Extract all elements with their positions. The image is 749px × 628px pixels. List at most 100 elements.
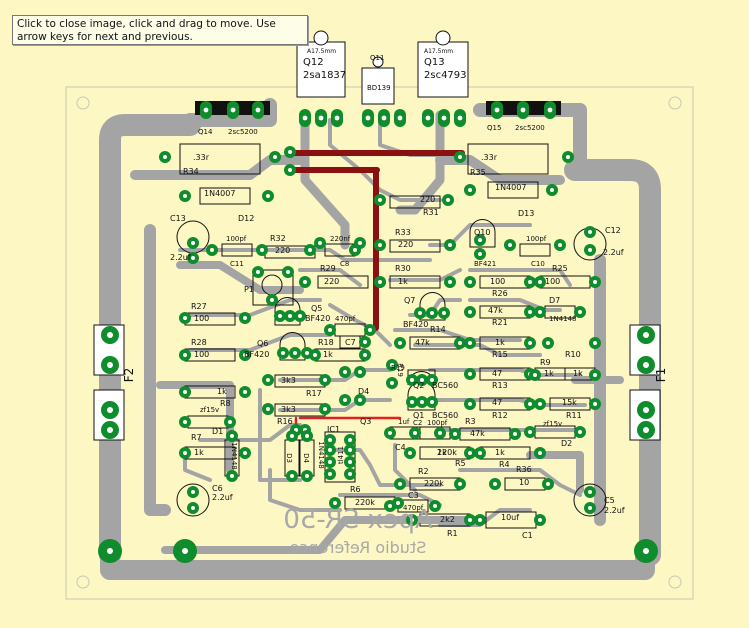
component-label: 100 (194, 350, 209, 359)
component-label: 47k (488, 306, 503, 315)
transistor-body (417, 41, 469, 98)
pad-hole (281, 351, 285, 355)
component-label-rotated: F1 (654, 368, 668, 383)
pad-hole (588, 248, 592, 252)
pad-hole (358, 241, 362, 245)
pad-hole (183, 316, 187, 320)
component-label-rotated: D3 (285, 453, 293, 463)
component-label: R32 (270, 234, 286, 243)
pad-hole (107, 427, 113, 433)
resistor-body (179, 143, 261, 175)
diode-body (199, 187, 251, 205)
pad-hole (333, 501, 337, 505)
component-label: R30 (395, 264, 411, 273)
component-label: R10 (565, 350, 581, 359)
component-label: R12 (492, 411, 508, 420)
component-label: 1k (573, 369, 583, 378)
component-label: 2sc5200 (228, 128, 258, 136)
component-label: 2.2uf (170, 253, 191, 262)
board-subtitle: Studio Reference (290, 538, 427, 557)
pad-hole (430, 378, 434, 382)
diode-body (487, 181, 539, 199)
pad-hole (390, 363, 394, 367)
pad-hole (318, 115, 324, 121)
pad-hole (538, 518, 542, 522)
component-label: R15 (492, 350, 508, 359)
pad-hole (308, 248, 312, 252)
component-label: 3k3 (281, 405, 296, 414)
pad-hole (453, 432, 457, 436)
component-label: 220k (355, 498, 375, 507)
component-label: 1k (398, 277, 408, 286)
pad-hole (468, 451, 472, 455)
pad-hole (566, 155, 570, 159)
resistor-body (467, 143, 549, 175)
pad-hole (578, 310, 582, 314)
pad-hole (343, 370, 347, 374)
pad-hole (290, 474, 294, 478)
solder-pads (98, 101, 658, 563)
component-label: D12 (238, 214, 254, 223)
pad-hole (448, 280, 452, 284)
component-label: A17.5mm (307, 48, 336, 55)
mount-hole (668, 96, 682, 110)
pad-hole (420, 400, 424, 404)
pad-hole (328, 472, 332, 476)
pad-hole (420, 378, 424, 382)
pad-hole (546, 482, 550, 486)
pad-hole (433, 504, 437, 508)
component-label: 1k (323, 350, 333, 359)
board-title-group: Apex SR-50 Studio Reference (283, 505, 432, 557)
pad-hole (163, 155, 167, 159)
component-label: 100pf (427, 419, 448, 427)
pad-hole (243, 353, 247, 357)
pad-hole (183, 194, 187, 198)
component-label: BD139 (367, 84, 391, 92)
pad-hole (528, 341, 532, 345)
pad-hole (230, 107, 236, 113)
component-label: 220 (398, 240, 413, 249)
pad-hole (468, 310, 472, 314)
pad-hole (558, 243, 562, 247)
pad-hole (305, 351, 309, 355)
pad-hole (538, 451, 542, 455)
pad-hole (588, 490, 592, 494)
pad-hole (533, 373, 537, 377)
pad-hole (183, 353, 187, 357)
pad-hole (278, 314, 282, 318)
pad-hole (643, 548, 649, 554)
component-label: R31 (423, 208, 439, 217)
pad-hole (448, 243, 452, 247)
component-label: R8 (220, 399, 231, 408)
component-label: P1 (244, 285, 254, 294)
component-label: 2.2uf (604, 506, 625, 515)
component-label: R25 (552, 264, 568, 273)
pad-hole (396, 501, 400, 505)
pad-hole (288, 150, 292, 154)
pad-hole (458, 155, 462, 159)
component-label: Q3 (360, 417, 371, 426)
image-tooltip[interactable]: Click to close image, click and drag to … (12, 15, 308, 45)
pad-hole (228, 420, 232, 424)
pad-hole (528, 430, 532, 434)
component-label-rotated: tl411 (337, 446, 345, 464)
pad-hole (430, 400, 434, 404)
pad-hole (107, 407, 113, 413)
component-label: BF420 (403, 320, 428, 329)
component-label: Q5 (311, 304, 322, 313)
component-label: 10uf (501, 513, 519, 522)
pad-hole (191, 241, 195, 245)
component-label: 220 (420, 195, 435, 204)
pad-hole (458, 341, 462, 345)
component-label: BC560 (432, 411, 458, 420)
component-label: 10 (519, 478, 529, 487)
component-label: R13 (492, 381, 508, 390)
component-label: R5 (455, 459, 466, 468)
component-label: D7 (549, 296, 560, 305)
pad-hole (334, 115, 340, 121)
pad-hole (458, 482, 462, 486)
pad-hole (328, 460, 332, 464)
silkscreen-labels: A17.5mmQ122sa1837A17.5mmQ132sc4793Q11BD1… (122, 48, 668, 540)
